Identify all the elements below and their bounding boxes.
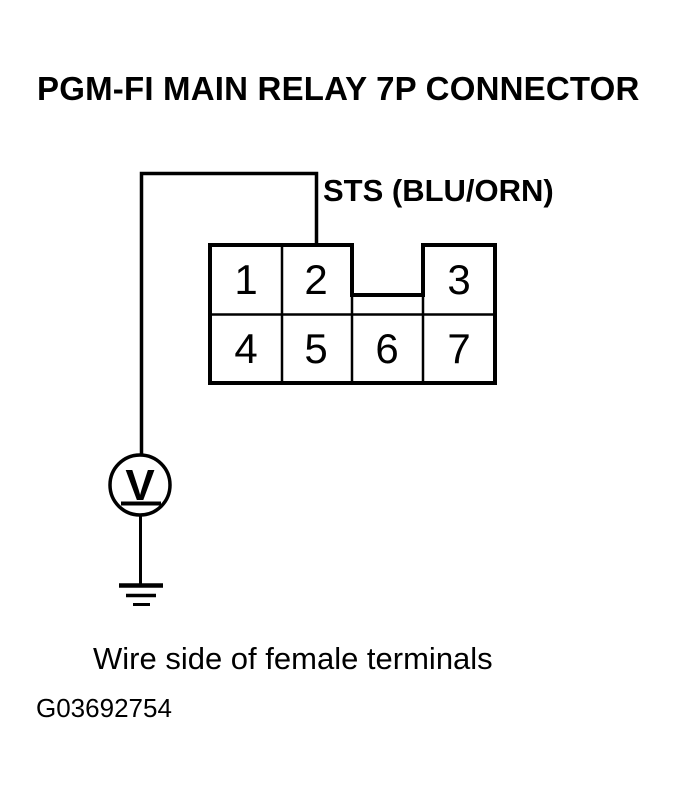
signal-wire-label: STS (BLU/ORN) <box>323 173 554 208</box>
wire-trace <box>139 171 319 456</box>
pin-2-label: 2 <box>304 256 327 303</box>
voltmeter-icon: V <box>108 453 172 517</box>
connector-grid <box>210 245 495 383</box>
pin-6-label: 6 <box>375 325 398 372</box>
voltmeter-circle <box>108 453 172 517</box>
pin-3-label: 3 <box>447 256 470 303</box>
figure-id: G03692754 <box>36 693 172 723</box>
diagram-caption: Wire side of female terminals <box>93 641 493 676</box>
ground-icon <box>119 583 163 606</box>
page-title: PGM-FI MAIN RELAY 7P CONNECTOR <box>37 70 640 107</box>
pin-5-label: 5 <box>304 325 327 372</box>
pin-1-label: 1 <box>234 256 257 303</box>
pin-7-label: 7 <box>447 325 470 372</box>
connector-outline <box>208 243 497 385</box>
pin-4-label: 4 <box>234 325 257 372</box>
